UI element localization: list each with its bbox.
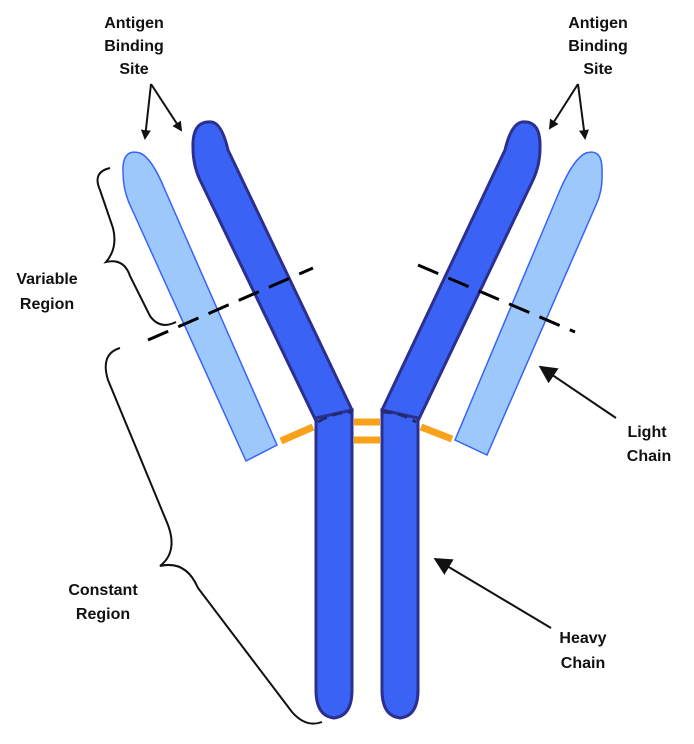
variable-region-line-1: Variable bbox=[16, 271, 77, 288]
region-braces bbox=[98, 168, 322, 724]
label-variable-region: Variable Region bbox=[16, 271, 77, 313]
label-antigen-site-right: Antigen Binding Site bbox=[568, 15, 628, 78]
light-chain-right-shape bbox=[455, 152, 602, 455]
label-constant-region: Constant Region bbox=[68, 582, 138, 623]
disulfide-bonds bbox=[281, 422, 452, 441]
antigen-site-right-line-3: Site bbox=[583, 61, 612, 78]
antigen-arrow-left-1 bbox=[145, 84, 151, 138]
heavy-chain-right bbox=[382, 122, 540, 718]
antigen-site-left-line-2: Binding bbox=[104, 38, 164, 55]
antigen-site-left-line-1: Antigen bbox=[104, 15, 164, 32]
antigen-site-right-line-2: Binding bbox=[568, 38, 628, 55]
constant-region-line-2: Region bbox=[76, 606, 130, 623]
light-chain-line-1: Light bbox=[627, 424, 667, 441]
light-chain-line-2: Chain bbox=[627, 448, 671, 465]
heavy-chain-line-2: Chain bbox=[561, 655, 605, 672]
antigen-arrow-left-2 bbox=[151, 84, 181, 130]
heavy-chain-line-1: Heavy bbox=[559, 630, 606, 647]
light-chain-right bbox=[455, 152, 602, 455]
antigen-arrow-right-1 bbox=[550, 84, 578, 128]
disulfide-bond-left bbox=[281, 427, 313, 441]
label-light-chain: Light Chain bbox=[627, 424, 671, 465]
constant-region-line-1: Constant bbox=[68, 582, 138, 599]
disulfide-bond-right bbox=[421, 427, 452, 439]
heavy-chain-left-stem bbox=[316, 410, 352, 718]
heavy-chain-right-stem bbox=[382, 410, 418, 718]
variable-region-line-2: Region bbox=[20, 296, 74, 313]
light-chain-arrow bbox=[542, 368, 616, 418]
heavy-chain-arrow bbox=[437, 560, 551, 628]
heavy-chain-left bbox=[193, 122, 352, 718]
label-heavy-chain: Heavy Chain bbox=[559, 630, 606, 672]
constant-region-brace bbox=[106, 348, 322, 724]
antigen-arrow-right-2 bbox=[578, 84, 585, 138]
antigen-site-left-line-3: Site bbox=[119, 61, 148, 78]
antigen-site-right-line-1: Antigen bbox=[568, 15, 628, 32]
label-antigen-site-left: Antigen Binding Site bbox=[104, 15, 164, 78]
